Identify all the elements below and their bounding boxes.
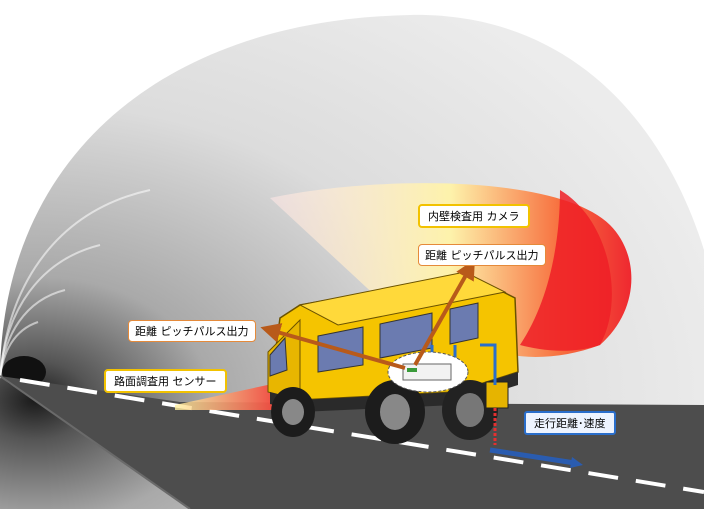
tunnel-rings	[0, 189, 151, 379]
label-distance-pulse-left: 距離 ピッチパルス出力	[128, 320, 256, 342]
label-inner-wall-camera: 内壁検査用 カメラ	[418, 204, 530, 228]
travel-distance-arrow	[489, 447, 576, 466]
label-road-sensor: 路面調査用 センサー	[104, 369, 227, 393]
road-left-edge	[0, 375, 191, 509]
label-distance-pulse-upper: 距離 ピッチパルス出力	[418, 244, 546, 266]
upper-pulse-arrow	[413, 259, 475, 366]
road-center-line	[19, 378, 704, 494]
label-travel-distance-speed: 走行距離･速度	[524, 411, 616, 435]
control-unit	[387, 351, 469, 393]
wall-scan-band	[520, 190, 612, 351]
left-pulse-arrow	[260, 323, 406, 370]
